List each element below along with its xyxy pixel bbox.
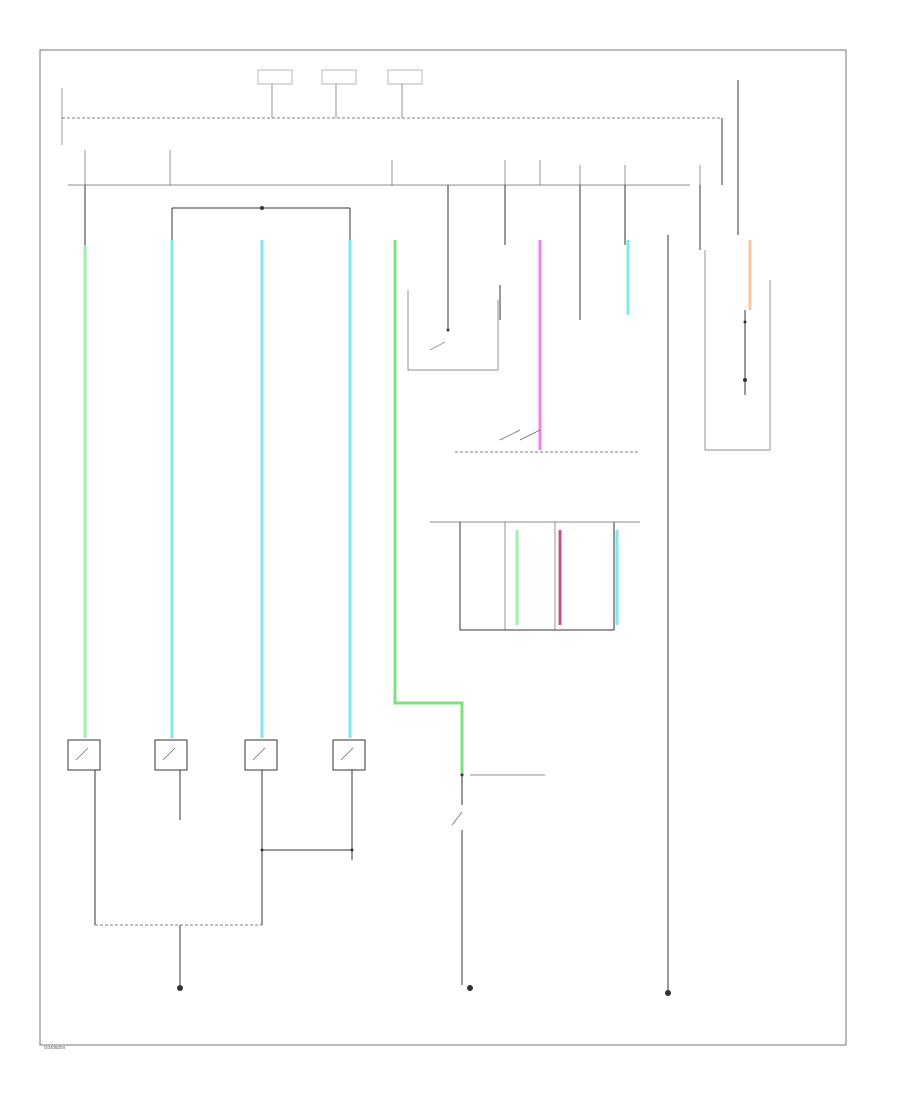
- green-wire: [393, 240, 464, 775]
- right-ground: [665, 990, 671, 996]
- diagram-code: G0408204: [44, 1045, 66, 1050]
- seat-position-switch: [407, 285, 501, 371]
- belt-assembly: [455, 429, 640, 453]
- fuel-sensor-module: [430, 521, 640, 631]
- bottom-sensors: [67, 739, 366, 991]
- connector-row: [84, 185, 701, 990]
- trunk-switch: [451, 773, 545, 991]
- diagram-frame: [39, 49, 847, 1046]
- colored-wires: [83, 240, 752, 775]
- jumper-connection: [171, 206, 351, 240]
- right-switch-section: [704, 250, 771, 451]
- power-distribution: [61, 69, 739, 235]
